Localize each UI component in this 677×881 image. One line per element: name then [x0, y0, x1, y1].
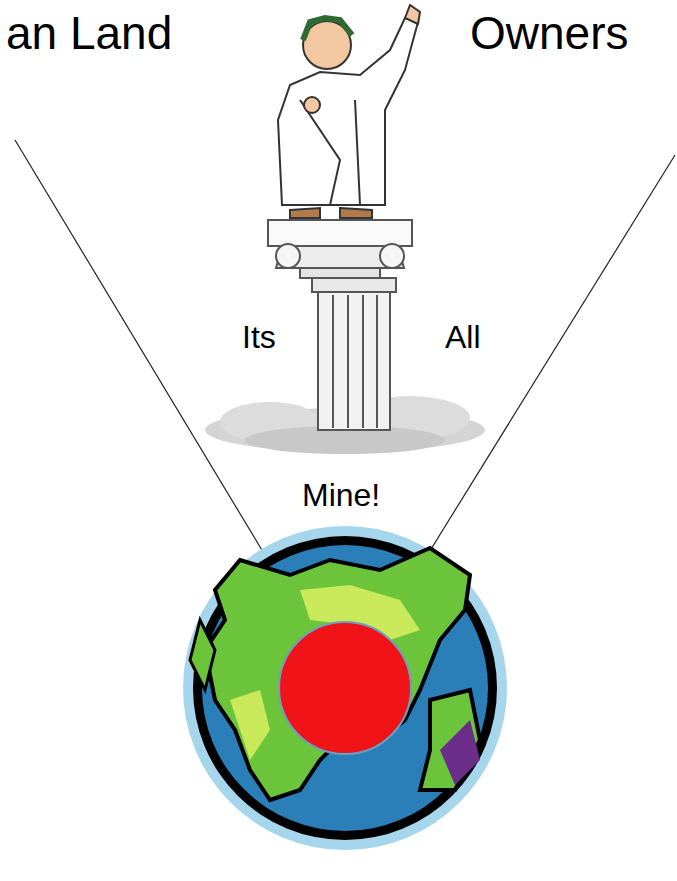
roman-figure [278, 5, 420, 218]
title-fragment: Owners [470, 8, 628, 59]
title-fragment: an Land [6, 8, 172, 59]
pillar [268, 220, 412, 430]
caption-word: Its [242, 320, 276, 355]
earth-globe [183, 526, 507, 850]
caption-word: All [445, 320, 481, 355]
caption-word: Mine! [302, 478, 380, 513]
